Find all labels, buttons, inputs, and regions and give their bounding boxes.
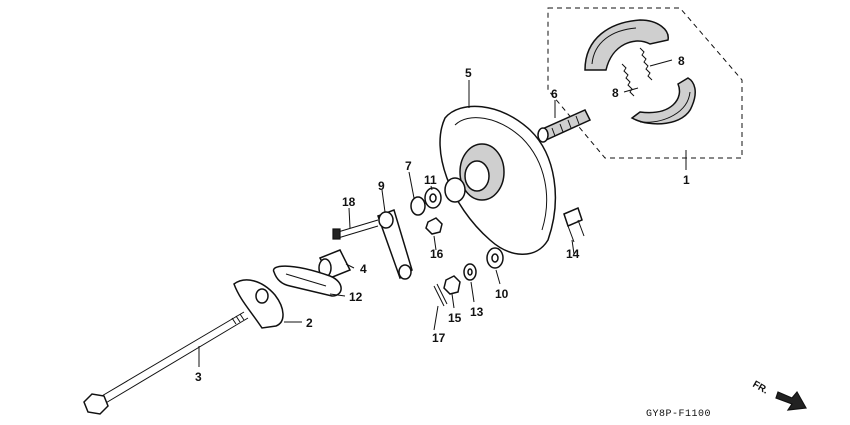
- callout-2: 2: [306, 316, 313, 330]
- brake-arm: [377, 209, 413, 280]
- brake-shoe-lower: [630, 77, 696, 125]
- callout-8-upper: 8: [678, 54, 685, 68]
- front-direction-label: FR.: [751, 379, 771, 397]
- callout-4: 4: [360, 262, 367, 276]
- callout-12: 12: [349, 290, 363, 304]
- cotter-pin-17: [433, 283, 448, 307]
- callout-3: 3: [195, 370, 202, 384]
- callout-8-lower: 8: [612, 86, 619, 100]
- nut-15: [443, 275, 461, 295]
- callout-15: 15: [448, 311, 462, 325]
- washer-13: [463, 263, 477, 281]
- callout-5: 5: [465, 66, 472, 80]
- leader-lines: [198, 59, 687, 367]
- axle-3: [83, 311, 249, 415]
- callout-7: 7: [405, 159, 412, 173]
- callout-9: 9: [378, 179, 385, 193]
- seal-11: [424, 187, 442, 209]
- drawing-code: GY8P-F1100: [646, 409, 711, 420]
- bolt-14: [563, 206, 585, 243]
- callout-1: 1: [683, 173, 690, 187]
- nut-16: [425, 217, 443, 235]
- seal-7: [410, 196, 426, 216]
- front-direction-arrow: FR.: [751, 379, 807, 411]
- indicator-plate-2: [233, 279, 284, 329]
- plate-12: [272, 265, 342, 297]
- callout-13: 13: [470, 305, 484, 319]
- brake-shoe-upper: [584, 19, 669, 71]
- callout-10: 10: [495, 287, 509, 301]
- bolt-18: [332, 219, 379, 240]
- brake-panel: [439, 105, 557, 255]
- callout-17: 17: [432, 331, 446, 345]
- shoe-spring-1: [639, 47, 653, 81]
- callout-11: 11: [424, 173, 437, 187]
- washer-10: [486, 247, 504, 269]
- callout-14: 14: [566, 247, 580, 261]
- callout-16: 16: [430, 247, 444, 261]
- callout-6: 6: [551, 87, 558, 101]
- collar-4: [318, 249, 352, 279]
- callout-18: 18: [342, 195, 356, 209]
